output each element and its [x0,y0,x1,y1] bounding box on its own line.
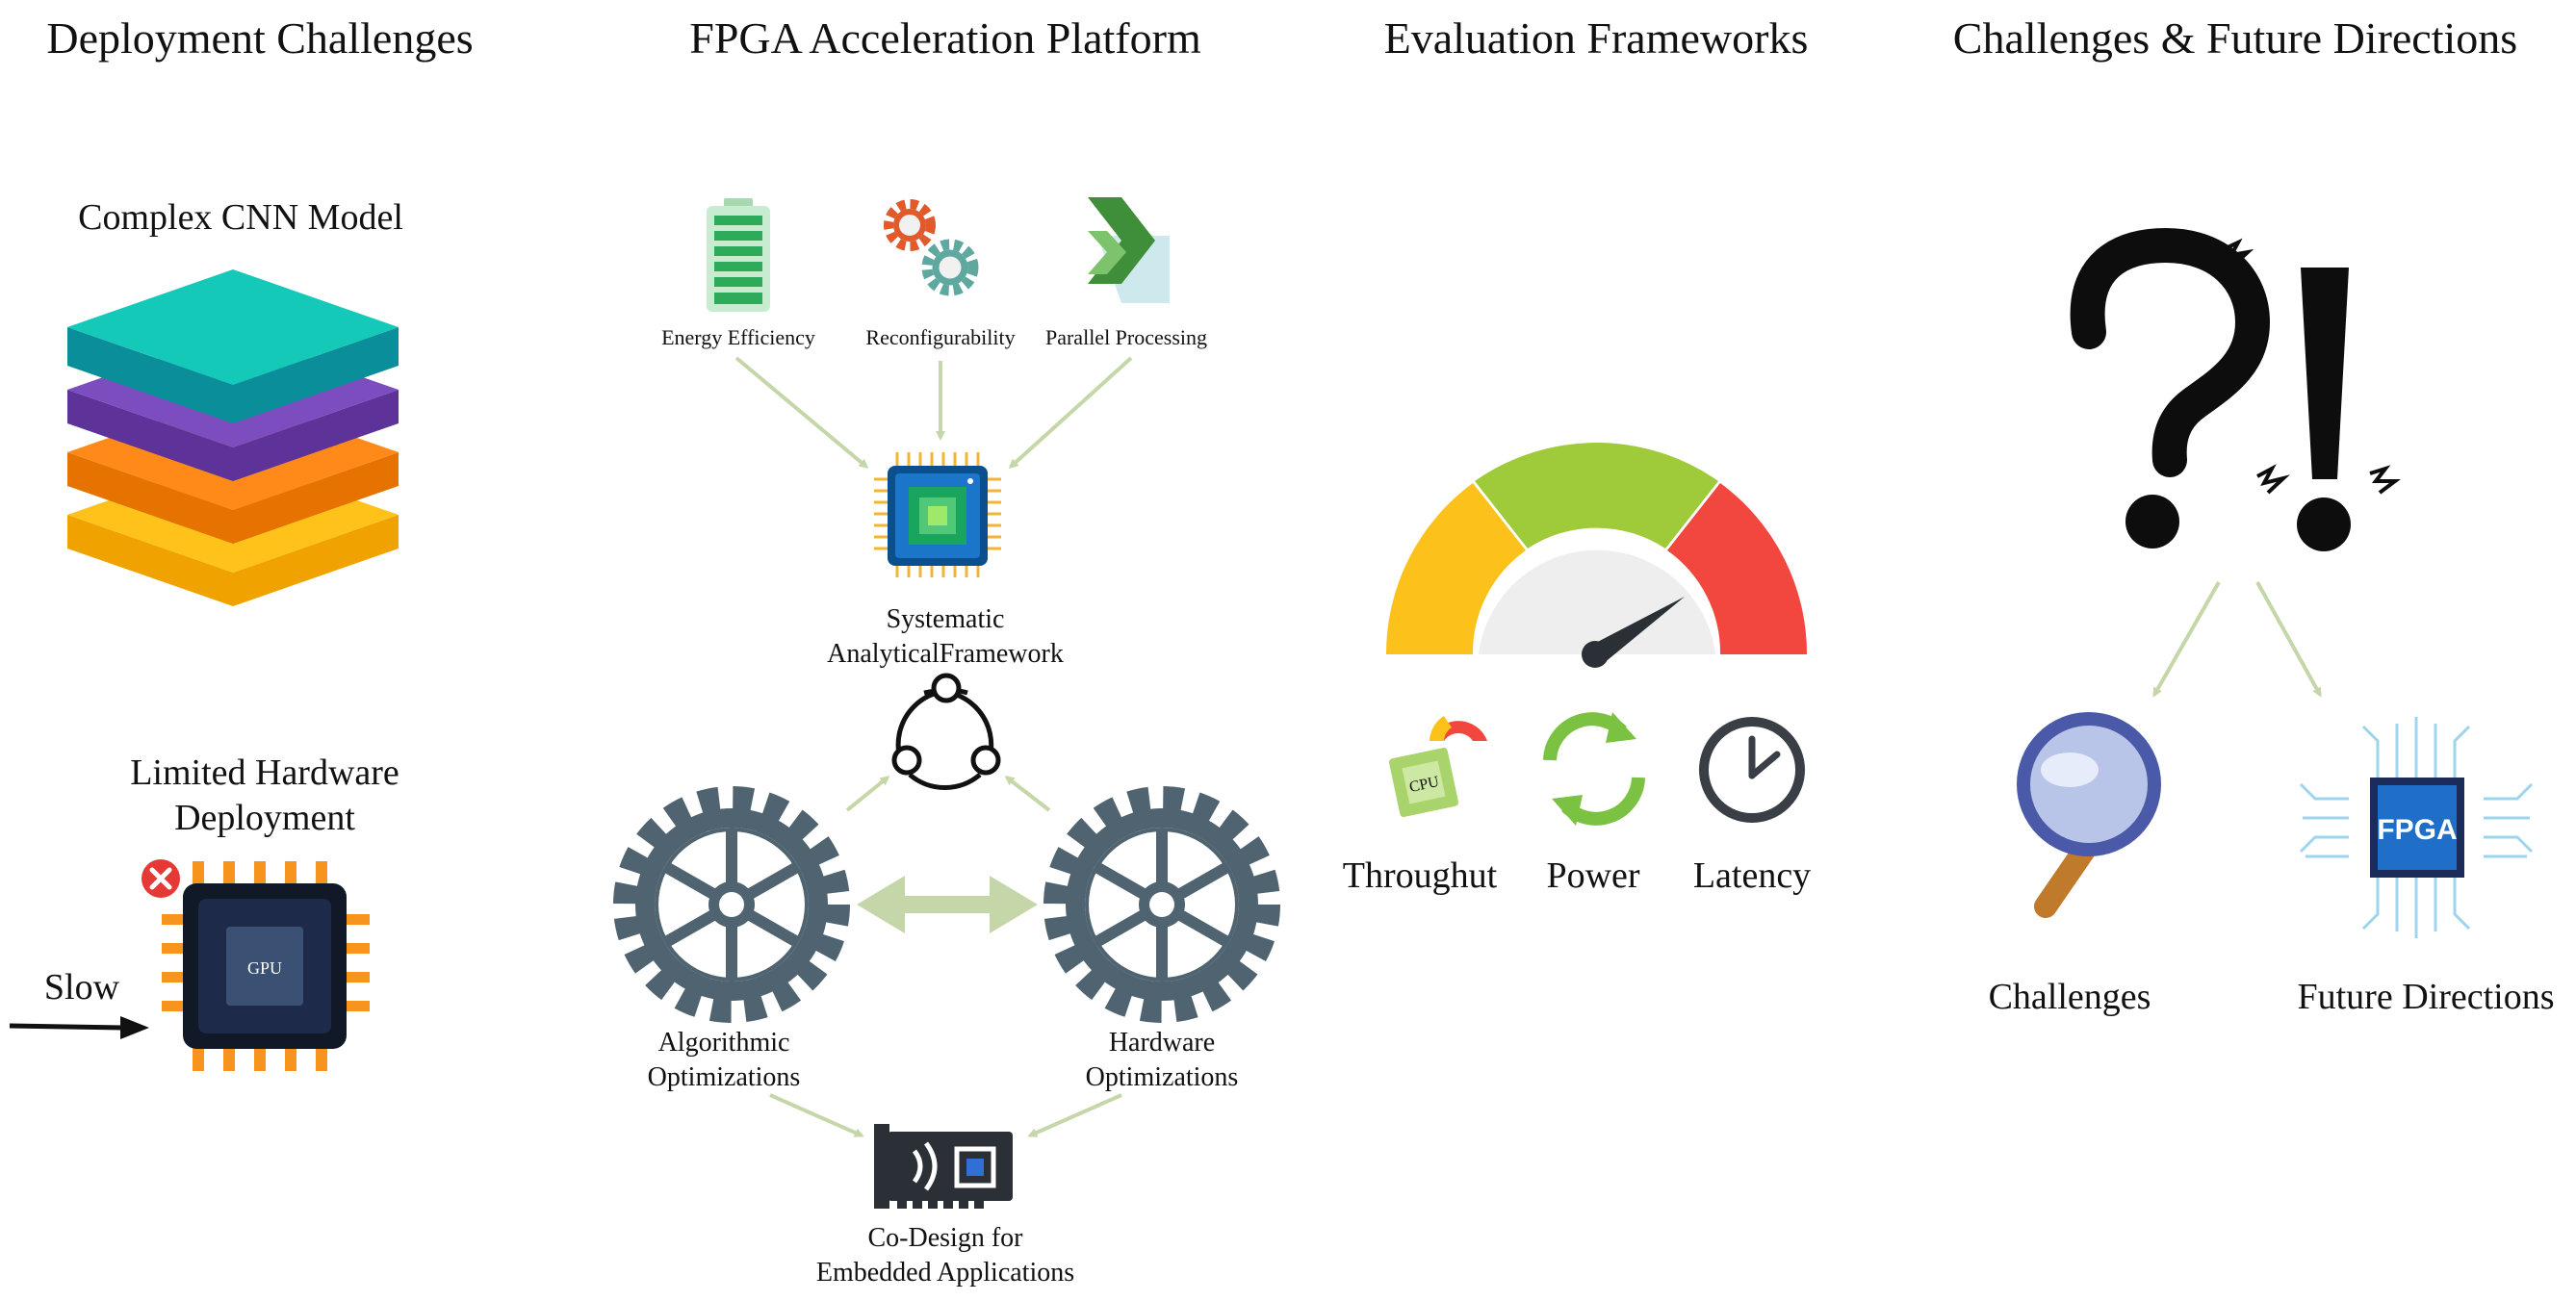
arrow-algo-to-framework [845,776,890,812]
metric-label-throughut: Throughut [1343,855,1498,896]
chevron-arrows-icon [1088,197,1170,303]
title-evaluation-frameworks: Evaluation Frameworks [1384,13,1809,63]
gear-icon-hardware [1043,786,1280,1023]
cnn-model-label: Complex CNN Model [78,197,403,238]
network-icon [891,673,1001,790]
arrow-algo-to-codesign [769,1093,864,1137]
cpu-speed-icon: CPU [1388,716,1487,818]
title-fpga-acceleration-platform: FPGA Acceleration Platform [689,13,1201,63]
feature-label-parallel-processing: Parallel Processing [1045,325,1207,349]
challenges-label: Challenges [1989,977,2151,1017]
gpu-chip-icon: GPU [162,861,370,1071]
algo-label-line1: Algorithmic [658,1028,790,1058]
double-arrow-between-gears [857,876,1038,933]
fpga-chip-icon: FPGA [2299,717,2534,938]
slow-arrow [9,1016,149,1039]
framework-label-line1: Systematic [887,604,1005,634]
gear-icon-algorithmic [613,786,850,1023]
future-directions-label: Future Directions [2297,977,2554,1017]
metric-label-latency: Latency [1693,855,1811,896]
arrow-hw-to-codesign [1027,1093,1122,1137]
pcie-card-icon [874,1124,1013,1209]
cnn-layers-icon [67,269,399,606]
framework-label-line2: AnalyticalFramework [827,639,1064,669]
fpga-chip-text: FPGA [2377,814,2457,846]
codesign-label-line2: Embedded Applications [816,1258,1074,1288]
arrow-to-future [2255,581,2322,698]
hw-label-line1: Hardware [1109,1028,1215,1058]
hw-label-line2: Optimizations [1086,1062,1239,1092]
refresh-icon [1543,712,1645,826]
battery-icon [707,198,770,312]
question-exclamation-icon [2070,227,2401,551]
gauge-icon [1385,442,1808,668]
cpu-text: CPU [1408,774,1441,796]
arrow-to-challenges [2152,581,2221,698]
slow-label: Slow [44,967,120,1008]
clock-icon [1699,717,1805,823]
feature-label-reconfigurability: Reconfigurability [865,325,1015,349]
algo-label-line2: Optimizations [648,1062,801,1092]
codesign-label-line1: Co-Design for [868,1223,1024,1253]
limited-hardware-label-line2: Deployment [174,798,355,838]
arrow-energy-to-chip [734,356,869,469]
title-deployment-challenges: Deployment Challenges [46,13,473,63]
arrow-hw-to-framework [1004,776,1051,812]
arrow-parallel-to-chip [1008,356,1133,470]
magnifier-icon [2017,712,2161,918]
gpu-chip-text: GPU [247,958,282,978]
chip-icon [874,452,1001,577]
limited-hardware-label-line1: Limited Hardware [130,753,399,793]
x-badge-icon [142,859,180,898]
feature-label-energy-efficiency: Energy Efficiency [661,325,815,349]
title-challenges-future-directions: Challenges & Future Directions [1953,13,2517,63]
gears-icon [884,199,979,296]
metric-label-power: Power [1546,855,1639,896]
